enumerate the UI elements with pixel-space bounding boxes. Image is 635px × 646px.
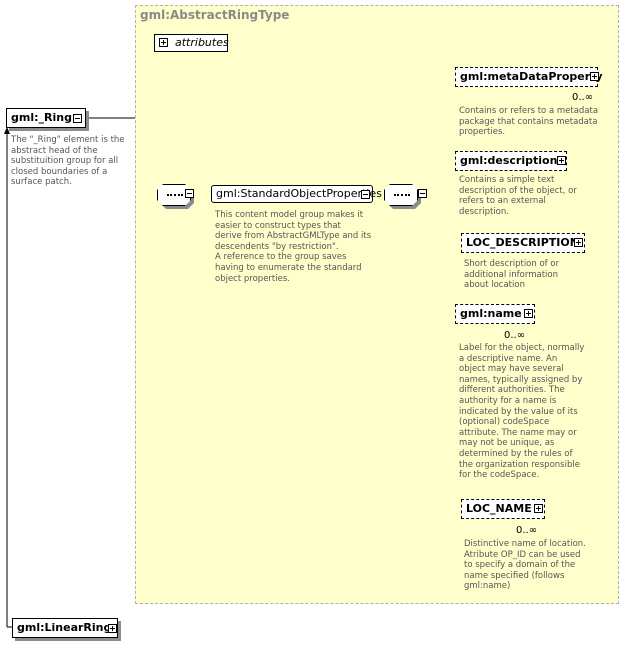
occurrence-label: 0..∞ xyxy=(572,92,594,103)
expand-plus-icon[interactable] xyxy=(557,156,566,165)
child-name: LOC_DESCRIPTION xyxy=(466,236,579,249)
group-standard-object-properties[interactable]: gml:StandardObjectProperties xyxy=(211,185,382,203)
child-name: gml:metaDataProperty xyxy=(460,70,603,83)
expand-plus-icon[interactable] xyxy=(590,72,599,81)
child-metadataproperty[interactable]: gml:metaDataProperty xyxy=(455,64,603,87)
root-description: The "_Ring" element is the abstract head… xyxy=(11,135,125,188)
child-loc-description[interactable]: LOC_DESCRIPTION xyxy=(461,233,585,253)
occurrence-label: 0..∞ xyxy=(516,525,538,536)
collapse-minus-icon[interactable] xyxy=(185,189,194,198)
child-description: Short description of or additional infor… xyxy=(464,259,560,291)
sequence-compositor-icon[interactable] xyxy=(384,184,418,206)
group-name: gml:StandardObjectProperties xyxy=(216,187,382,200)
type-title: gml:AbstractRingType xyxy=(140,8,290,22)
root-element-name: gml:_Ring xyxy=(11,111,72,124)
expand-plus-icon[interactable] xyxy=(524,309,533,318)
child-name: gml:description xyxy=(460,154,558,167)
child-name: gml:name xyxy=(460,307,522,320)
child-description: Contains or refers to a metadata package… xyxy=(459,106,599,138)
child-loc-name[interactable]: LOC_NAME xyxy=(461,496,548,519)
child-description: Label for the object, normally a descrip… xyxy=(459,343,585,481)
child-description: Distinctive name of location. Atribute O… xyxy=(464,539,586,592)
group-description: This content model group makes it easier… xyxy=(215,210,372,284)
root-element-ring[interactable]: gml:_Ring xyxy=(6,108,86,128)
occurrence-label: 0..∞ xyxy=(504,330,526,341)
substitution-linear-ring[interactable]: gml:LinearRing xyxy=(12,618,118,638)
collapse-minus-icon[interactable] xyxy=(418,189,427,198)
substitution-name: gml:LinearRing xyxy=(17,621,112,634)
abstract-ring-type-box: gml:AbstractRingType xyxy=(135,5,619,604)
sequence-dots-icon xyxy=(167,194,183,198)
child-description: Contains a simple text description of th… xyxy=(459,175,577,217)
child-gml-name[interactable]: gml:name xyxy=(455,301,538,324)
child-name: LOC_NAME xyxy=(466,502,532,515)
expand-plus-icon[interactable] xyxy=(159,38,168,47)
expand-plus-icon[interactable] xyxy=(534,504,543,513)
sequence-dots-icon xyxy=(394,194,410,198)
collapse-minus-icon[interactable] xyxy=(361,190,370,199)
collapse-minus-icon[interactable] xyxy=(73,114,82,123)
expand-plus-icon[interactable] xyxy=(574,238,583,247)
attributes-label: attributes xyxy=(175,36,229,49)
attributes-box[interactable]: attributes xyxy=(154,34,229,52)
expand-plus-icon[interactable] xyxy=(108,624,117,633)
child-description-element[interactable]: gml:description xyxy=(455,151,567,171)
